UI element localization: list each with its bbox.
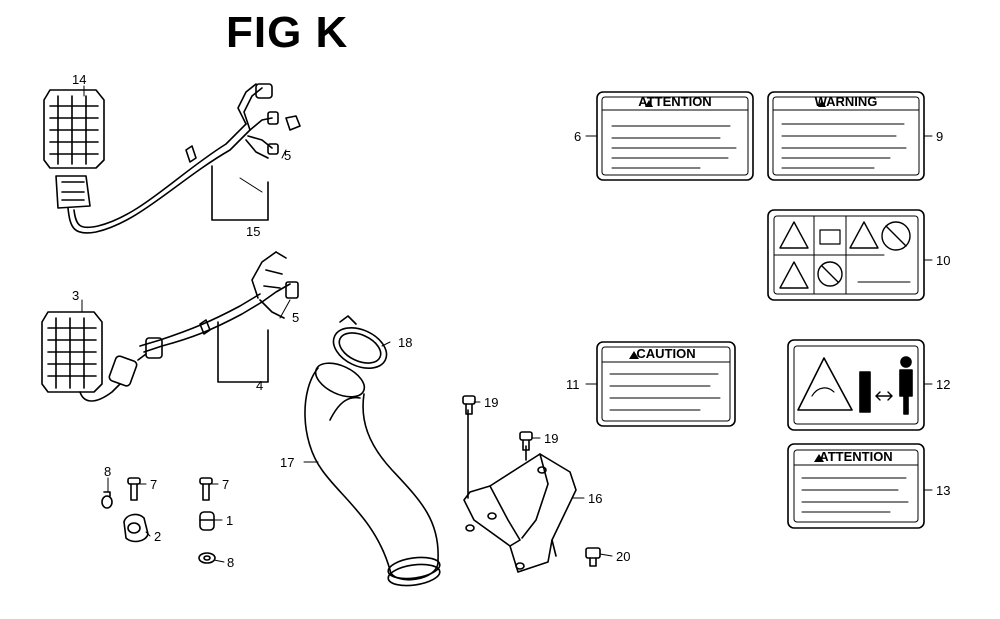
part-14-regulator[interactable] — [43, 89, 105, 209]
label-13-attention[interactable] — [787, 443, 925, 529]
callout-7-right: 7 — [222, 477, 229, 492]
part-1-collar[interactable] — [199, 511, 215, 531]
label-13-heading: ATTENTION — [819, 449, 892, 464]
callout-18: 18 — [398, 335, 412, 350]
callout-5-upper: 5 — [284, 148, 291, 163]
part-7-bolt-left[interactable] — [127, 477, 141, 501]
callout-19-upper: 19 — [484, 395, 498, 410]
callout-bracket-4 — [217, 321, 269, 383]
callout-15: 15 — [246, 224, 260, 239]
callout-11: 11 — [566, 377, 580, 392]
callout-13: 13 — [936, 483, 950, 498]
label-6-heading: ATTENTION — [638, 94, 711, 109]
callout-16: 16 — [588, 491, 602, 506]
label-9-heading: WARNING — [815, 94, 878, 109]
part-18-clamp[interactable] — [327, 315, 393, 376]
part-17-intake-tube[interactable] — [304, 356, 441, 588]
callout-6: 6 — [574, 129, 581, 144]
callout-5-lower: 5 — [292, 310, 299, 325]
callout-2: 2 — [154, 529, 161, 544]
label-12-pictogram[interactable] — [787, 339, 925, 431]
callout-7-left: 7 — [150, 477, 157, 492]
callout-20: 20 — [616, 549, 630, 564]
callout-8-right: 8 — [227, 555, 234, 570]
callout-4: 4 — [256, 378, 263, 393]
figure-title: FIG K — [226, 8, 349, 57]
part-4-harness[interactable] — [79, 251, 299, 402]
part-3-regulator[interactable] — [41, 311, 103, 393]
warning-triangle-icon — [629, 351, 639, 359]
header-warning-icons — [629, 100, 826, 462]
callout-9: 9 — [936, 129, 943, 144]
warning-triangle-icon — [814, 454, 824, 462]
part-15-harness[interactable] — [67, 83, 301, 234]
callout-14: 14 — [72, 72, 86, 87]
callout-10: 10 — [936, 253, 950, 268]
part-19-bolt-upper[interactable] — [462, 395, 476, 415]
callout-1: 1 — [226, 513, 233, 528]
label-11-heading: CAUTION — [636, 346, 695, 361]
part-2-grommet[interactable] — [123, 513, 149, 543]
part-20-bolt[interactable] — [585, 547, 601, 567]
part-16-bracket[interactable] — [463, 409, 577, 573]
callout-17: 17 — [280, 455, 294, 470]
callout-19-lower: 19 — [544, 431, 558, 446]
callout-3: 3 — [72, 288, 79, 303]
warning-triangle-icon — [645, 100, 653, 107]
callout-8-left: 8 — [104, 464, 111, 479]
part-8-nut-right[interactable] — [198, 552, 216, 564]
label-10-pictogram[interactable] — [767, 209, 925, 301]
part-8-nut-left[interactable] — [101, 491, 113, 509]
leader-lines — [81, 85, 933, 563]
callout-12: 12 — [936, 377, 950, 392]
callout-bracket-15 — [211, 165, 269, 221]
part-19-bolt-lower[interactable] — [519, 431, 533, 451]
part-7-bolt-right[interactable] — [199, 477, 213, 501]
warning-triangle-icon — [818, 100, 826, 107]
